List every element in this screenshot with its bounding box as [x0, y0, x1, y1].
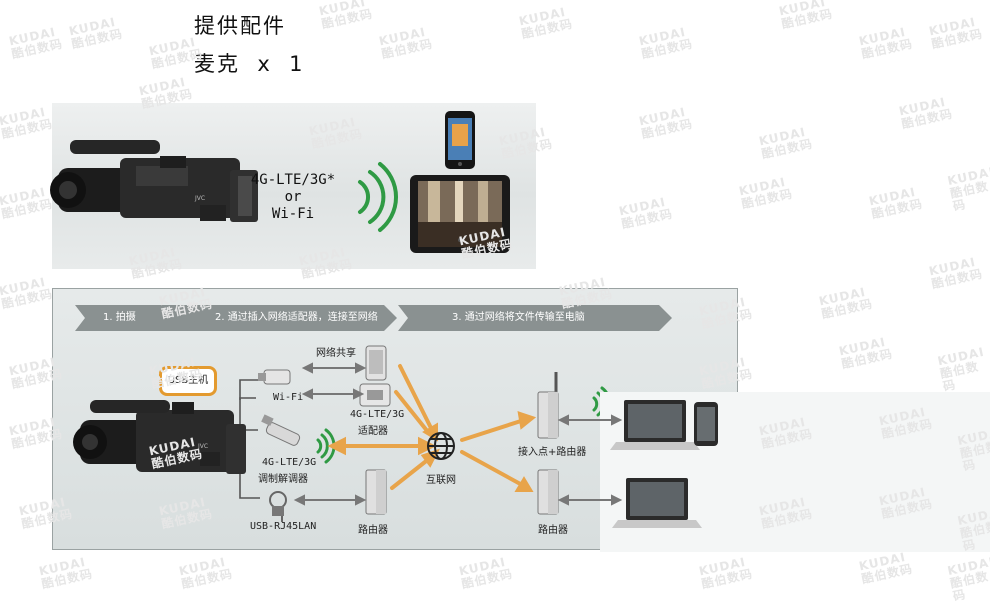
connection-arrows	[293, 362, 367, 506]
router-right-label: 路由器	[538, 525, 568, 536]
usb-lan-label: USB-RJ45LAN	[250, 521, 317, 532]
usb-lan-adapter-icon	[269, 491, 287, 522]
svg-text:JVC: JVC	[197, 443, 208, 450]
lte-adapter-icon	[359, 383, 391, 407]
tablet-device-icon	[694, 402, 718, 446]
internet-globe-icon	[427, 432, 455, 460]
lte-modem-label-1: 4G-LTE/3G	[262, 457, 317, 468]
diagram-graphics: JVC JVC	[50, 111, 990, 552]
lte-modem-label-2: 调制解调器	[258, 474, 308, 485]
tablet-icon	[410, 175, 510, 253]
wifi-device-label: Wi-Fi	[273, 392, 304, 403]
step-connect-network: 2. 通过插入网络适配器，连接至网络	[187, 305, 397, 331]
wifi-dongle-icon	[258, 369, 291, 385]
router-left-label: 路由器	[358, 525, 388, 536]
access-point-router-icon	[537, 372, 559, 439]
lte-label: 4G-LTE/3G*	[250, 172, 336, 188]
accessories-title: 提供配件	[194, 14, 286, 38]
step-shoot: 1. 拍摄	[75, 305, 201, 331]
router-icon	[365, 469, 387, 515]
wireless-options-label: 4G-LTE/3G* or Wi-Fi	[243, 172, 343, 223]
lte-modem-stick-icon	[261, 414, 301, 446]
tethering-phone-icon	[365, 345, 387, 381]
device-arrows	[557, 414, 623, 506]
camcorder-icon: JVC	[73, 400, 246, 474]
usb-host-label: USB主机	[159, 366, 217, 396]
smartphone-icon	[445, 111, 475, 169]
laptop-icon	[610, 400, 700, 450]
internet-label: 互联网	[426, 475, 456, 486]
access-point-label: 接入点+路由器	[518, 447, 587, 458]
lte-adapter-label-1: 4G-LTE/3G	[350, 409, 405, 420]
network-sharing-label: 网络共享	[316, 348, 356, 359]
camcorder-icon: JVC	[50, 140, 258, 222]
step-transfer-files: 3. 通过网络将文件传输至电脑	[398, 305, 672, 331]
accessory-item: 麦克 x 1	[194, 52, 305, 76]
laptop-icon	[612, 478, 702, 528]
or-label: or	[284, 189, 302, 205]
wifi-signal-icon	[358, 162, 398, 232]
wifi-label: Wi-Fi	[271, 206, 315, 222]
svg-text:JVC: JVC	[194, 195, 205, 202]
lte-adapter-label-2: 适配器	[358, 426, 388, 437]
router-icon	[537, 469, 559, 515]
